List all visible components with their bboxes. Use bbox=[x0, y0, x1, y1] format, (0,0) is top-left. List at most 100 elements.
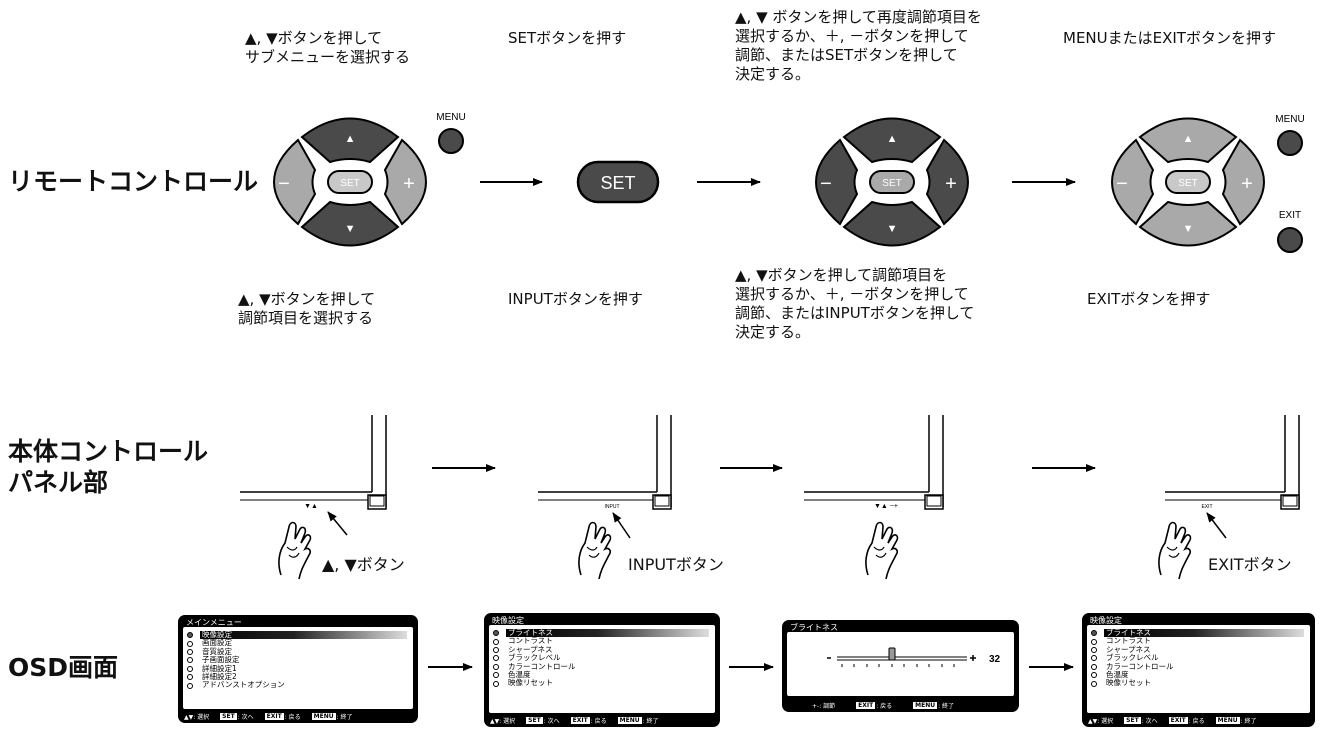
hand-icon bbox=[1158, 521, 1192, 580]
plus-button[interactable] bbox=[1221, 138, 1265, 226]
caption-step2-remote: SETボタンを押す bbox=[508, 29, 627, 47]
caption-step1-remote: ▲, ▼ボタンを押して サブメニューを選択する bbox=[245, 29, 411, 66]
menu-item[interactable]: 音質設定 bbox=[187, 647, 413, 656]
menu-button-1[interactable] bbox=[438, 128, 464, 154]
brightness-slider[interactable]: 32 bbox=[787, 632, 1014, 696]
caption-step3-panel: ▲, ▼ボタンを押して調節項目を 選択するか、＋, －ボタンを押して 調節、また… bbox=[735, 266, 975, 341]
osd-title: 映像設定 bbox=[1090, 616, 1122, 625]
set-button-small[interactable] bbox=[327, 170, 373, 194]
osd-footer: ▲▼: 選択 SET: 次へ EXIT: 戻る MENU: 終了 bbox=[490, 717, 659, 725]
caption-step4-panel: EXITボタンを押す bbox=[1087, 290, 1211, 308]
menu-item[interactable]: シャープネス bbox=[1091, 645, 1310, 654]
down-arrow: ▼ bbox=[345, 223, 356, 235]
menu-item[interactable]: シャープネス bbox=[493, 645, 715, 654]
down-button[interactable] bbox=[1138, 200, 1238, 247]
radio-icon bbox=[493, 680, 499, 687]
down-button[interactable] bbox=[300, 200, 400, 247]
radio-icon bbox=[1091, 646, 1097, 653]
panel-callout-4: EXITボタン bbox=[1208, 555, 1292, 574]
radio-icon bbox=[1091, 630, 1097, 637]
osd-footer: ▲▼: 選択 SET: 次へ EXIT: 戻る MENU: 終了 bbox=[1088, 717, 1257, 725]
menu-item[interactable]: 画面設定 bbox=[187, 638, 413, 647]
menu-item[interactable]: コントラスト bbox=[1091, 636, 1310, 645]
menu-item[interactable]: ブライトネス bbox=[1091, 628, 1310, 638]
panel-callout-1: ▲, ▼ボタン bbox=[322, 555, 405, 574]
plus-button[interactable] bbox=[383, 138, 427, 226]
radio-icon bbox=[187, 682, 193, 689]
panel-small-label-4: EXIT bbox=[1201, 504, 1212, 510]
menu-item[interactable]: 映像リセット bbox=[1091, 678, 1310, 687]
menu-item[interactable]: カラーコントロール bbox=[493, 662, 715, 671]
radio-icon bbox=[493, 646, 499, 653]
panel-drawing-3: ▼▲ −+ bbox=[804, 415, 944, 580]
set-label: SET bbox=[340, 178, 359, 189]
panel-callout-2: INPUTボタン bbox=[628, 555, 724, 574]
panel-drawing-2: INPUT bbox=[538, 415, 672, 580]
radio-icon bbox=[493, 655, 499, 662]
menu-item[interactable]: 詳細設定2 bbox=[187, 672, 413, 681]
osd-footer: ▲▼: 選択 SET: 次へ EXIT: 戻る MENU: 終了 bbox=[184, 713, 353, 721]
remote-row: SET ▲ ▼ − + MENU SET SET ▲ ▼ − + SET ▲ ▼… bbox=[273, 112, 1305, 253]
radio-icon bbox=[187, 640, 193, 647]
plus-button[interactable] bbox=[925, 138, 969, 226]
menu-item[interactable]: 映像リセット bbox=[493, 678, 715, 687]
up-button[interactable] bbox=[842, 117, 942, 164]
menu-label-4: MENU bbox=[1275, 114, 1304, 125]
menu-item[interactable]: カラーコントロール bbox=[1091, 662, 1310, 671]
plus-sign: + bbox=[1241, 173, 1253, 195]
menu-button-4[interactable] bbox=[1277, 130, 1303, 156]
menu-item[interactable]: 色温度 bbox=[1091, 670, 1310, 679]
set-label: SET bbox=[1178, 178, 1197, 189]
slider-thumb[interactable] bbox=[888, 647, 896, 661]
minus-button[interactable] bbox=[815, 138, 859, 226]
up-button[interactable] bbox=[300, 117, 400, 164]
osd-menu-list: ブライトネス コントラスト シャープネス ブラックレベル カラーコントロール 色… bbox=[1087, 625, 1310, 688]
panel-small-label-2: INPUT bbox=[605, 504, 620, 510]
menu-item[interactable]: ブラックレベル bbox=[1091, 653, 1310, 662]
panel-drawing-4: EXIT bbox=[1158, 415, 1300, 580]
brightness-value: 32 bbox=[989, 654, 1001, 665]
minus-button[interactable] bbox=[273, 138, 317, 226]
exit-button-4[interactable] bbox=[1277, 227, 1303, 253]
osd-menu-list: 映像設定 画面設定 音質設定 子画面設定 詳細設定1 詳細設定2 アドバンストオ… bbox=[183, 627, 413, 690]
panel-small-label-3: ▼▲ −+ bbox=[874, 503, 898, 510]
set-label-large: SET bbox=[600, 173, 635, 193]
remote-pad-1: SET ▲ ▼ − + bbox=[273, 117, 427, 247]
set-button-large[interactable] bbox=[576, 160, 660, 204]
plus-sign: + bbox=[403, 173, 415, 195]
caption-step3-remote: ▲, ▼ ボタンを押して再度調節項目を 選択するか、＋, －ボタンを押して 調節… bbox=[735, 8, 982, 83]
minus-button[interactable] bbox=[1111, 138, 1155, 226]
radio-icon bbox=[187, 648, 193, 655]
set-button-small[interactable] bbox=[869, 170, 915, 194]
menu-item[interactable]: 色温度 bbox=[493, 670, 715, 679]
menu-item[interactable]: コントラスト bbox=[493, 636, 715, 645]
menu-item[interactable]: 映像設定 bbox=[187, 630, 413, 640]
osd-main-menu: メインメニュー 映像設定 画面設定 音質設定 子画面設定 詳細設定1 詳細設定2… bbox=[178, 615, 418, 723]
radio-icon bbox=[1091, 638, 1097, 645]
up-arrow: ▲ bbox=[1183, 133, 1194, 145]
minus-sign: − bbox=[820, 173, 832, 195]
row-label-osd: OSD画面 bbox=[8, 653, 119, 682]
menu-item[interactable]: ブライトネス bbox=[493, 628, 715, 638]
row-label-panel: 本体コントロール パネル部 bbox=[8, 437, 209, 497]
radio-icon bbox=[187, 657, 193, 664]
hand-icon bbox=[578, 521, 612, 580]
set-button-small[interactable] bbox=[1165, 170, 1211, 194]
exit-label-4: EXIT bbox=[1279, 210, 1301, 221]
radio-icon bbox=[493, 638, 499, 645]
radio-icon bbox=[1091, 663, 1097, 670]
radio-icon bbox=[187, 674, 193, 681]
panel-drawing-1: ▼▲ bbox=[240, 415, 387, 580]
menu-item[interactable]: 詳細設定1 bbox=[187, 664, 413, 673]
menu-item[interactable]: 子画面設定 bbox=[187, 655, 413, 664]
up-button[interactable] bbox=[1138, 117, 1238, 164]
down-button[interactable] bbox=[842, 200, 942, 247]
set-label: SET bbox=[882, 178, 901, 189]
panel-small-label-1: ▼▲ bbox=[304, 503, 318, 510]
menu-label-1: MENU bbox=[436, 112, 465, 123]
plus-sign: + bbox=[945, 173, 957, 195]
menu-item[interactable]: アドバンストオプション bbox=[187, 680, 413, 689]
caption-step2-panel: INPUTボタンを押す bbox=[508, 290, 643, 308]
osd-brightness-adjust: ブライトネス 32 +-: 調節 EXIT: 戻る MENU: 終了 bbox=[782, 620, 1019, 712]
menu-item[interactable]: ブラックレベル bbox=[493, 653, 715, 662]
